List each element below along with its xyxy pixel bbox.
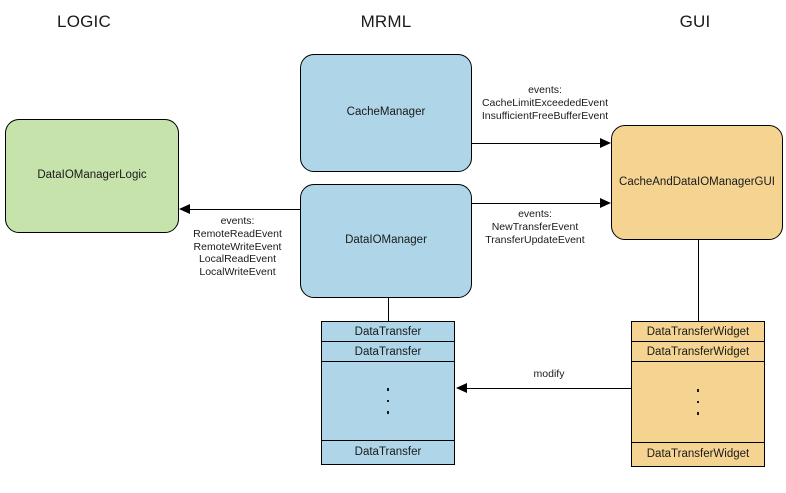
list-item-label: DataTransfer	[354, 446, 422, 458]
ellipsis-dot-icon	[386, 411, 390, 414]
list-item-data-transfer-widget[interactable]: DataTransferWidget	[632, 342, 764, 362]
ellipsis-dot-icon	[386, 388, 390, 391]
edge-label-dataio-to-gui-line1: events:	[518, 208, 552, 220]
edge-label-cache-to-gui-line2: CacheLimitExceededEvent	[481, 96, 609, 109]
edge-label-cache-to-gui-line3: InsufficientFreeBufferEvent	[481, 109, 609, 122]
column-title-logic: LOGIC	[57, 12, 111, 31]
node-data-io-manager-logic[interactable]: DataIOManagerLogic	[5, 119, 179, 233]
list-item-data-transfer[interactable]: DataTransfer	[322, 441, 454, 463]
node-cache-and-data-io-manager-gui[interactable]: CacheAndDataIOManagerGUI	[611, 125, 783, 240]
column-title-mrml: MRML	[360, 12, 412, 31]
arrowhead-dataio-to-gui-icon	[600, 197, 611, 208]
edge-line-cache-to-gui	[472, 143, 602, 144]
arrowhead-widget-to-transfer-icon	[456, 382, 467, 393]
edge-line-dataio-to-gui	[472, 203, 602, 204]
node-data-io-manager-logic-label: DataIOManagerLogic	[37, 169, 147, 182]
list-item-label: DataTransferWidget	[646, 325, 750, 338]
stack-data-transfer-widget: DataTransferWidget DataTransferWidget Da…	[631, 321, 765, 467]
list-item-label: DataTransferWidget	[646, 345, 750, 358]
stack-data-transfer: DataTransfer DataTransfer DataTransfer	[321, 321, 455, 465]
edge-label-dataio-to-logic-line3: RemoteWriteEvent	[193, 240, 282, 253]
list-item-label: DataTransferWidget	[646, 448, 750, 460]
edge-label-dataio-to-logic-line1: events:	[220, 215, 255, 227]
list-item-data-transfer-widget[interactable]: DataTransferWidget	[632, 443, 764, 465]
node-cache-manager[interactable]: CacheManager	[300, 54, 472, 172]
ellipsis-dot-icon	[696, 400, 700, 404]
edge-label-cache-to-gui-line1: events:	[528, 84, 562, 96]
edge-label-dataio-to-gui-line3: TransferUpdateEvent	[485, 233, 585, 246]
node-cache-manager-label: CacheManager	[346, 106, 426, 119]
edge-label-modify: modify	[533, 368, 565, 380]
edge-label-dataio-to-logic: events: RemoteReadEvent RemoteWriteEvent…	[180, 215, 295, 279]
arrowhead-cache-to-gui-icon	[600, 137, 611, 148]
arrowhead-dataio-to-logic-icon	[179, 203, 190, 214]
edge-label-dataio-to-gui-line2: NewTransferEvent	[491, 220, 579, 233]
edge-line-widget-to-transfer	[467, 388, 631, 389]
edge-label-dataio-to-gui: events: NewTransferEvent TransferUpdateE…	[400, 208, 670, 246]
list-item-ellipsis	[322, 362, 454, 441]
ellipsis-dot-icon	[696, 412, 700, 415]
edge-line-dataio-to-logic	[190, 209, 300, 210]
node-data-io-manager-label: DataIOManager	[345, 234, 427, 247]
edge-label-cache-to-gui: events: CacheLimitExceededEvent Insuffic…	[400, 84, 690, 122]
list-item-label: DataTransfer	[354, 345, 422, 358]
connector-gui-to-widget-stack	[698, 240, 699, 321]
edge-label-dataio-to-logic-line5: LocalWriteEvent	[199, 266, 276, 279]
node-data-io-manager[interactable]: DataIOManager	[300, 184, 472, 298]
ellipsis-dot-icon	[696, 389, 700, 392]
connector-dataio-to-transfer-stack	[388, 297, 389, 321]
edge-label-dataio-to-logic-line4: LocalReadEvent	[198, 253, 277, 266]
edge-label-dataio-to-logic-line2: RemoteReadEvent	[193, 227, 282, 240]
list-item-data-transfer[interactable]: DataTransfer	[322, 322, 454, 342]
column-title-gui: GUI	[679, 12, 711, 31]
list-item-label: DataTransfer	[354, 325, 422, 338]
list-item-ellipsis	[632, 362, 764, 443]
list-item-data-transfer[interactable]: DataTransfer	[322, 342, 454, 362]
list-item-data-transfer-widget[interactable]: DataTransferWidget	[632, 322, 764, 342]
ellipsis-dot-icon	[386, 399, 390, 403]
node-cache-and-data-io-manager-gui-label: CacheAndDataIOManagerGUI	[619, 175, 775, 188]
